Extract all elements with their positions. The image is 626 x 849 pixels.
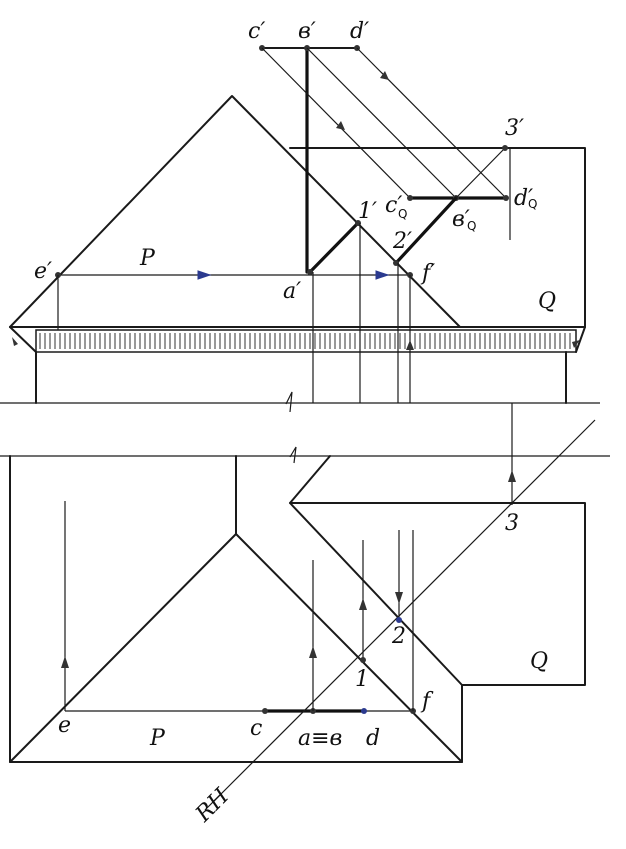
label-1: 1 (355, 667, 369, 692)
pyramid-p-front-outline (9, 95, 461, 328)
break-mark-top (285, 391, 293, 413)
arrow-2-vert (395, 592, 403, 604)
point-c (262, 708, 268, 714)
arrowhead-ray-c (336, 121, 345, 130)
arrow-e-vert (61, 656, 69, 668)
left-arrowhead (12, 337, 18, 346)
point-dq-prime (503, 195, 509, 201)
shadow-a-to-1 (308, 221, 360, 274)
label-f-prime: f′ (420, 261, 435, 286)
label-cq-prime: c′ (385, 193, 402, 218)
label-bq-sub: Q (467, 219, 476, 233)
label-b-prime: в′ (298, 19, 316, 44)
plan-outline (9, 455, 463, 763)
label-c: c (250, 716, 262, 741)
label-bq-prime: в′ (452, 207, 470, 232)
label-e: e (58, 713, 71, 738)
label-c-prime: c′ (248, 19, 265, 44)
label-d-prime: d′ (350, 19, 369, 44)
arrowhead-ray-d (380, 71, 389, 80)
label-a-prime: a′ (283, 279, 301, 304)
label-3-prime: 3′ (505, 116, 524, 141)
arrow-p-direction (197, 270, 212, 280)
point-2 (396, 617, 402, 623)
prism-q-front-outline (289, 147, 586, 328)
label-cq-sub: Q (398, 207, 407, 221)
label-f: f (420, 689, 434, 714)
prism-q-plan (289, 455, 586, 686)
arrow-3-vert (508, 470, 516, 482)
point-1 (360, 657, 366, 663)
label-dq-prime: d′ (514, 186, 533, 211)
ray-c (261, 47, 411, 199)
label-1-prime: 1′ (358, 199, 377, 224)
left-band-corner (9, 326, 37, 353)
arrow-a-vert (309, 646, 317, 658)
label-p-top: P (139, 246, 156, 271)
plan-diag-left (9, 533, 237, 763)
label-a-eq-b: a≡в (298, 726, 342, 751)
label-2: 2 (391, 624, 406, 649)
right-band-corner (575, 326, 586, 353)
ground-hatching (39, 333, 571, 349)
arrow-f-vert (406, 340, 414, 350)
label-2-prime: 2′ (392, 229, 412, 254)
label-3: 3 (505, 511, 519, 536)
arrow-1-vert (359, 598, 367, 610)
label-q-top: Q (538, 289, 556, 314)
label-p-bottom: P (149, 726, 166, 751)
ray-b (306, 47, 457, 199)
q-plan-diag (289, 502, 463, 686)
label-rh: RH (190, 783, 234, 827)
right-arrowhead (572, 340, 580, 348)
label-dq-sub: Q (528, 197, 537, 211)
point-cq-prime (407, 195, 413, 201)
ray-d (356, 47, 507, 199)
break-mark-bottom (289, 446, 297, 464)
label-e-prime: e′ (34, 259, 52, 284)
arrow-f-direction (375, 270, 390, 280)
trace-line-rh (204, 419, 596, 811)
point-d (361, 708, 367, 714)
shadow-bq-to-2 (394, 196, 458, 265)
label-d: d (366, 726, 380, 751)
point-a-prime (307, 269, 313, 275)
point-3-prime (502, 145, 508, 151)
label-q-bottom: Q (530, 649, 548, 674)
bq-to-3-prime (455, 147, 506, 199)
plan-diag-right (235, 533, 463, 763)
